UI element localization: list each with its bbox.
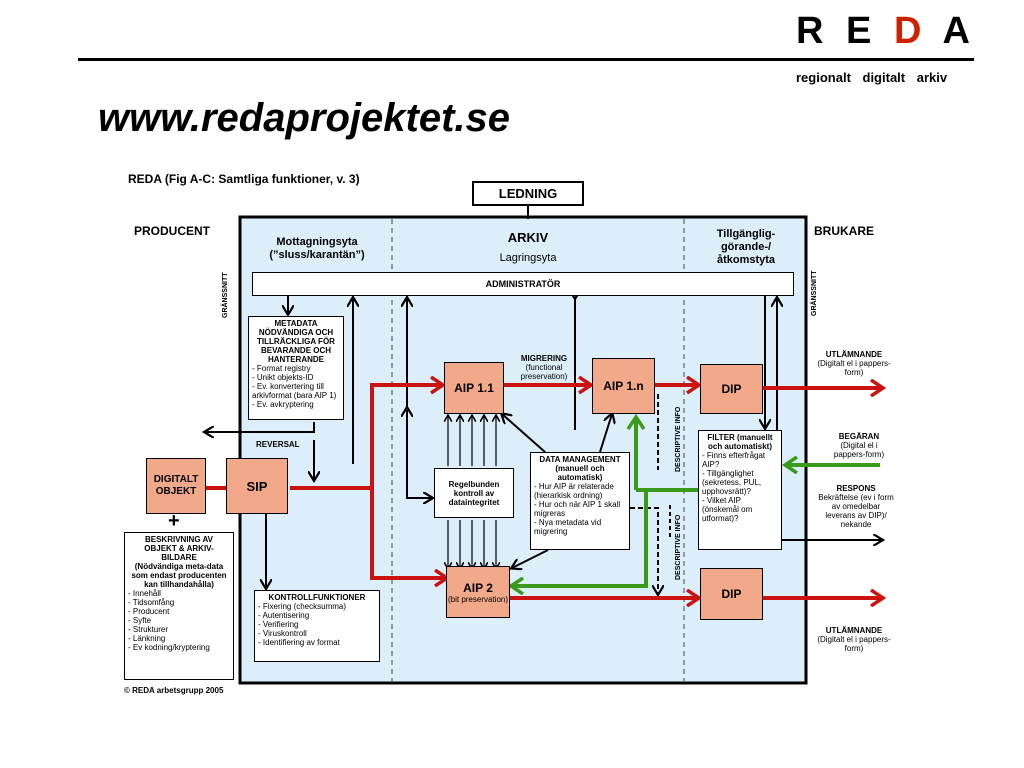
ledning-label: LEDNING <box>498 186 558 201</box>
dm-to-aip2-arrow <box>512 549 549 568</box>
plus-sign: + <box>168 510 180 532</box>
sip-box: SIP <box>226 458 288 514</box>
kontroll-box: KONTROLLFUNKTIONER - Fixering (checksumm… <box>254 590 380 662</box>
admin-to-regelbunden-arrow <box>406 410 432 498</box>
administrator-label: ADMINISTRATÖR <box>485 278 561 289</box>
brukare-label: BRUKARE <box>814 224 874 238</box>
migrering-title: MIGRERING <box>520 354 568 363</box>
logo-letter-r: R <box>796 10 830 52</box>
website-url[interactable]: www.redaprojektet.se <box>98 96 510 140</box>
aip1n-label: AIP 1.n <box>603 379 644 393</box>
regelbunden-label: Regelbunden kontroll av dataintegritet <box>448 479 500 507</box>
dip-top-box: DIP <box>700 364 763 414</box>
producent-label: PRODUCENT <box>134 224 211 238</box>
dip-top-label: DIP <box>721 382 742 396</box>
gransnitt-right: GRÄNSSNITT <box>811 270 818 317</box>
descinfo-arrow-bottom <box>630 507 658 594</box>
dm-to-aip11-arrow <box>502 414 546 453</box>
metadata-list: - Format registry - Unikt objekts-ID - E… <box>252 364 337 409</box>
aip2-box: AIP 2 (bit preservation) <box>446 566 510 618</box>
lagringsyta-header: Lagringsyta <box>499 252 557 264</box>
aip1n-box: AIP 1.n <box>592 358 655 414</box>
mottagningsyta-sub: (”sluss/karantän”) <box>269 249 365 261</box>
sip-to-aip11-arrow <box>290 385 442 490</box>
descriptive-info-lower: DESCRIPTIVE INFO <box>675 514 682 580</box>
data-management-box: DATA MANAGEMENT (manuell och automatisk)… <box>530 452 630 550</box>
administrator-bar: ADMINISTRATÖR <box>252 272 794 296</box>
utlamnande-top-sub: (Digitalt el i pappers-form) <box>817 359 891 377</box>
dip-bottom-label: DIP <box>721 587 742 601</box>
tillganglig-header: Tillgänglig- görande-/ åtkomstyta <box>694 228 798 267</box>
reversal-arrow <box>205 422 315 432</box>
utlamnande-bottom-sub: (Digitalt el i pappers-form) <box>817 635 891 653</box>
mottagningsyta-header: Mottagningsyta (”sluss/karantän”) <box>252 236 382 262</box>
metadata-box: METADATA NÖDVÄNDIGA OCH TILLRÄCKLIGA FÖR… <box>248 316 344 420</box>
kontroll-list: - Fixering (checksumma) - Autentisering … <box>258 602 347 647</box>
begaran-label: BEGÄRAN (Digital el i pappers-form) <box>824 432 894 459</box>
figure-title: REDA (Fig A-C: Samtliga funktioner, v. 3… <box>128 172 360 186</box>
copyright: © REDA arbetsgrupp 2005 <box>124 686 224 695</box>
respons-title: RESPONS <box>836 484 876 493</box>
kontroll-title: KONTROLLFUNKTIONER <box>268 593 366 602</box>
beskrivning-list: - Innehåll - Tidsomfång - Producent - Sy… <box>128 589 210 652</box>
logo-letter-a: A <box>942 10 976 52</box>
ledning-box: LEDNING <box>472 181 584 206</box>
migrering-label: MIGRERING (functional preservation) <box>508 354 580 381</box>
aip2-label: AIP 2 <box>463 580 493 595</box>
descriptive-info-upper: DESCRIPTIVE INFO <box>675 406 682 472</box>
utlamnande-bottom: UTLÄMNANDE (Digitalt el i pappers-form) <box>812 626 896 653</box>
beskrivning-sub: (Nödvändiga meta-data som endast produce… <box>131 562 227 589</box>
begaran-title: BEGÄRAN <box>838 432 880 441</box>
beskrivning-box: BESKRIVNING AV OBJEKT & ARKIV-BILDARE (N… <box>124 532 234 680</box>
tagline: regionalt digitalt arkiv <box>796 70 948 85</box>
filter-title: FILTER (manuellt och automatiskt) <box>707 433 773 451</box>
gransnitt-left: GRÄNSSNITT <box>222 272 229 319</box>
descinfo-arrow-top <box>642 393 659 470</box>
logo-letter-e: E <box>846 10 878 52</box>
utlamnande-top-title: UTLÄMNANDE <box>825 350 883 359</box>
sip-label: SIP <box>246 478 268 494</box>
tillganglig-line-1: Tillgänglig- <box>716 228 776 240</box>
digitalt-objekt-label: DIGITALT OBJEKT <box>153 474 199 497</box>
metadata-title: METADATA NÖDVÄNDIGA OCH TILLRÄCKLIGA FÖR… <box>257 319 335 364</box>
beskrivning-title: BESKRIVNING AV OBJEKT & ARKIV-BILDARE <box>144 535 214 562</box>
regelbunden-box: Regelbunden kontroll av dataintegritet <box>434 468 514 518</box>
logo-letter-d: D <box>893 10 928 52</box>
green-down-to-aip2 <box>512 490 648 586</box>
utlamnande-bottom-title: UTLÄMNANDE <box>825 626 883 635</box>
reversal-label: REVERSAL <box>256 440 300 449</box>
respons-sub: Bekräftelse (ev i form av omedelbar leve… <box>818 493 894 529</box>
dip-bottom-box: DIP <box>700 568 763 620</box>
reda-logo: R E D A <box>796 10 976 53</box>
header-divider <box>78 58 974 61</box>
aip2-sub: (bit preservation) <box>447 594 509 604</box>
respons-label: RESPONS Bekräftelse (ev i form av omedel… <box>816 484 896 529</box>
data-management-list: - Hur AIP är relaterade (hierarkisk ordn… <box>534 482 621 536</box>
dm-to-aip1n-arrow <box>599 414 612 453</box>
data-management-title: DATA MANAGEMENT (manuell och automatisk) <box>539 455 621 482</box>
filter-box: FILTER (manuellt och automatiskt) - Finn… <box>698 430 782 550</box>
filter-list: - Finns efterfrågat AIP? - Tillgänglighe… <box>702 451 766 523</box>
migrering-sub: (functional preservation) <box>520 363 568 381</box>
digitalt-objekt-box: DIGITALT OBJEKT <box>146 458 206 514</box>
tillganglig-line-2: görande-/ <box>720 241 772 253</box>
arkiv-header: ARKIV <box>507 230 549 245</box>
aip11-box: AIP 1.1 <box>444 362 504 414</box>
mottagningsyta-title: Mottagningsyta <box>276 236 358 248</box>
tillganglig-line-3: åtkomstyta <box>716 254 776 266</box>
begaran-sub: (Digital el i pappers-form) <box>833 441 885 459</box>
aip11-label: AIP 1.1 <box>454 381 494 395</box>
utlamnande-top: UTLÄMNANDE (Digitalt el i pappers-form) <box>812 350 896 377</box>
sip-to-aip2-arrow <box>370 488 446 578</box>
